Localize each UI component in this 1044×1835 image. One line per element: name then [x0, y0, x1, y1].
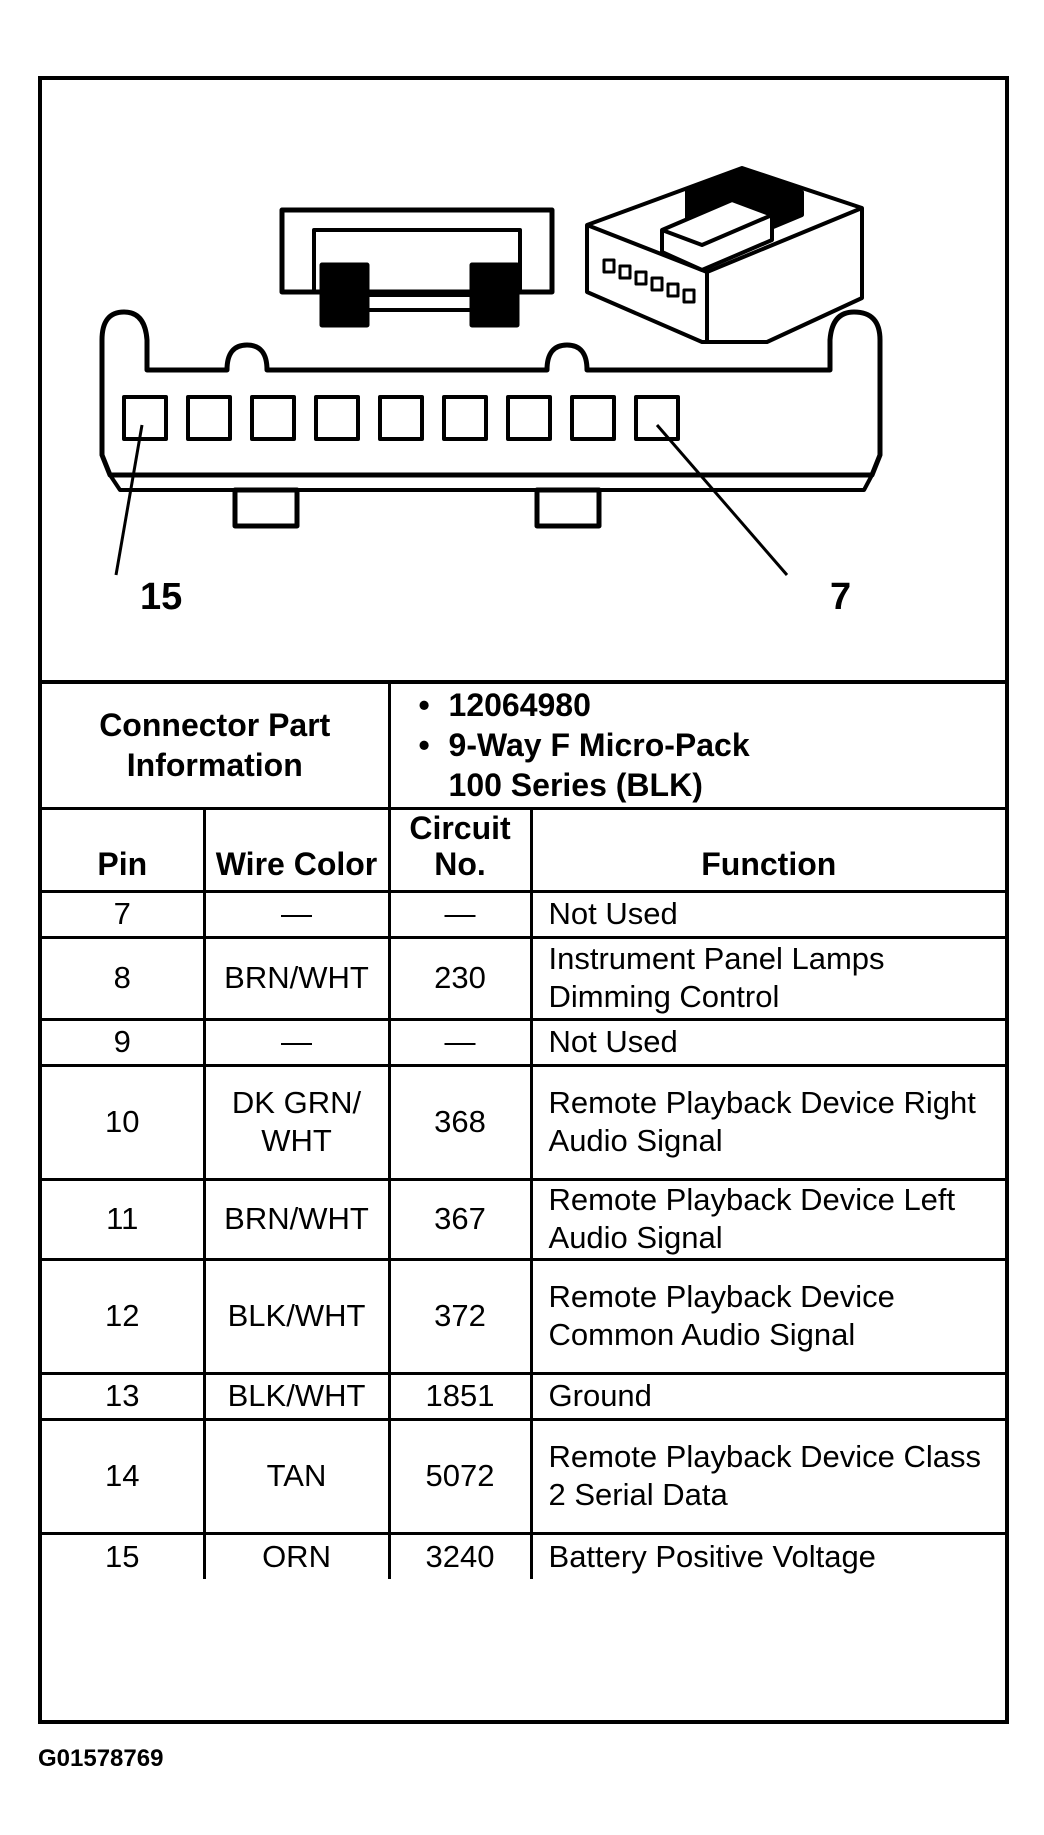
- cell-circuit: 372: [387, 1257, 533, 1375]
- cell-circuit: 5072: [387, 1417, 533, 1535]
- table-header-row: Pin Wire Color Circuit No. Function: [42, 806, 1006, 893]
- cavity: [570, 395, 616, 441]
- cell-wire-color: BRN/WHT: [202, 1177, 391, 1261]
- latch-tab-left: [319, 262, 370, 328]
- header-wire-color: Wire Color: [202, 806, 391, 893]
- table-row: 9 — — Not Used: [42, 1017, 1006, 1067]
- cavity: [314, 395, 360, 441]
- connector-info-label: Connector Part Information: [42, 684, 391, 810]
- table-row: 7 — — Not Used: [42, 889, 1006, 939]
- cell-wire-color: BRN/WHT: [202, 935, 391, 1021]
- cell-pin: 11: [42, 1177, 206, 1261]
- connector-series: 100 Series (BLK): [448, 767, 703, 804]
- cell-wire-color: ORN: [202, 1531, 391, 1579]
- cell-pin: 15: [42, 1531, 206, 1579]
- cavity: [122, 395, 168, 441]
- cell-pin: 14: [42, 1417, 206, 1535]
- cavity: [442, 395, 488, 441]
- table-row: 15 ORN 3240 Battery Positive Voltage: [42, 1531, 1006, 1579]
- cell-function: Remote Playback Device Class 2 Serial Da…: [529, 1417, 1006, 1535]
- cell-pin: 12: [42, 1257, 206, 1375]
- cell-wire-color: TAN: [202, 1417, 391, 1535]
- cell-function: Ground: [529, 1371, 1006, 1421]
- connector-info-values: 12064980 9-Way F Micro-Pack 100 Series (…: [387, 684, 1006, 810]
- cavity: [634, 395, 680, 441]
- pin-callout-7: 7: [830, 576, 852, 618]
- connector-figure: 15 7 Connector Part Information 12064980…: [38, 76, 1009, 1724]
- cell-function: Not Used: [529, 1017, 1006, 1067]
- connector-pinout-table: Connector Part Information 12064980 9-Wa…: [42, 684, 1006, 1579]
- cell-pin: 10: [42, 1063, 206, 1181]
- table-row: 14 TAN 5072 Remote Playback Device Class…: [42, 1417, 1006, 1535]
- cell-function: Remote Playback Device Left Audio Signal: [529, 1177, 1006, 1261]
- connector-body: [99, 309, 883, 478]
- latch-inner: [312, 228, 522, 294]
- pin-callout-15: 15: [140, 576, 183, 618]
- cell-function: Remote Playback Device Common Audio Sign…: [529, 1257, 1006, 1375]
- latch-tab-right: [469, 262, 520, 328]
- connector-face-view: [99, 166, 883, 576]
- cavity: [250, 395, 296, 441]
- cell-pin: 13: [42, 1371, 206, 1421]
- cavity: [186, 395, 232, 441]
- cell-circuit: —: [387, 889, 533, 939]
- leader-line-15: [114, 424, 144, 576]
- table-row: 13 BLK/WHT 1851 Ground: [42, 1371, 1006, 1421]
- cell-circuit: 1851: [387, 1371, 533, 1421]
- figure-id: G01578769: [38, 1745, 164, 1772]
- table-row: 8 BRN/WHT 230 Instrument Panel Lamps Dim…: [42, 935, 1006, 1021]
- bottom-key-left: [232, 487, 300, 529]
- cell-circuit: 230: [387, 935, 533, 1021]
- header-function: Function: [529, 806, 1006, 893]
- cell-circuit: 3240: [387, 1531, 533, 1579]
- cavity: [506, 395, 552, 441]
- cell-wire-color: —: [202, 1017, 391, 1067]
- cell-circuit: —: [387, 1017, 533, 1067]
- cell-function: Battery Positive Voltage: [529, 1531, 1006, 1579]
- cell-wire-color: —: [202, 889, 391, 939]
- cell-circuit: 368: [387, 1063, 533, 1181]
- connector-type: 9-Way F Micro-Pack: [419, 725, 1006, 765]
- cell-pin: 7: [42, 889, 206, 939]
- cavity-row: [122, 395, 680, 441]
- bottom-key-right: [534, 487, 602, 529]
- cell-wire-color: DK GRN/ WHT: [202, 1063, 391, 1181]
- cell-wire-color: BLK/WHT: [202, 1257, 391, 1375]
- leader-line-7: [655, 424, 789, 576]
- header-pin: Pin: [42, 806, 206, 893]
- header-circuit-no: Circuit No.: [387, 806, 533, 893]
- table-row: 12 BLK/WHT 372 Remote Playback Device Co…: [42, 1257, 1006, 1375]
- table-row: 10 DK GRN/ WHT 368 Remote Playback Devic…: [42, 1063, 1006, 1181]
- cell-pin: 8: [42, 935, 206, 1021]
- cell-function: Instrument Panel Lamps Dimming Control: [529, 935, 1006, 1021]
- table-row: 11 BRN/WHT 367 Remote Playback Device Le…: [42, 1177, 1006, 1261]
- cell-function: Remote Playback Device Right Audio Signa…: [529, 1063, 1006, 1181]
- part-number: 12064980: [419, 685, 1006, 725]
- cell-circuit: 367: [387, 1177, 533, 1261]
- cell-wire-color: BLK/WHT: [202, 1371, 391, 1421]
- cell-function: Not Used: [529, 889, 1006, 939]
- cell-pin: 9: [42, 1017, 206, 1067]
- connector-drawing: 15 7: [42, 80, 1005, 684]
- connector-isometric-view: [585, 166, 864, 344]
- connector-info-row: Connector Part Information 12064980 9-Wa…: [42, 684, 1006, 810]
- cavity: [378, 395, 424, 441]
